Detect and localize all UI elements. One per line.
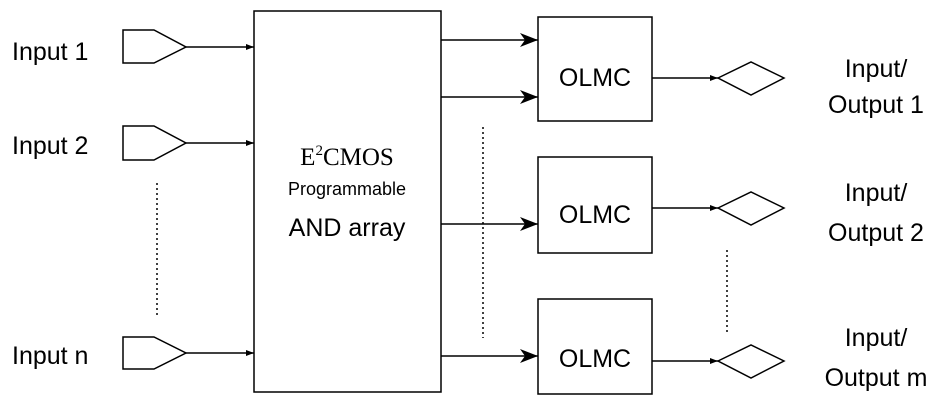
output-2-label-line2: Output 2: [828, 219, 924, 247]
output-1-label-line1: Input/: [845, 55, 908, 83]
output-m-label-line2: Output m: [825, 364, 928, 392]
output-2-pad: [716, 191, 786, 226]
olmc-1-label: OLMC: [559, 64, 631, 92]
input-n-label: Input n: [12, 342, 88, 370]
and-array-subtitle: Programmable: [288, 179, 406, 199]
input-1-label: Input 1: [12, 38, 88, 66]
olmc-2-label: OLMC: [559, 201, 631, 229]
output-m-label-line1: Input/: [845, 324, 908, 352]
output-2-label-line1: Input/: [845, 179, 908, 207]
input-2-label: Input 2: [12, 132, 88, 160]
output-m-pad: [716, 344, 786, 379]
and-array-label: AND array: [289, 214, 406, 242]
and-array-block: [253, 10, 442, 393]
input-1-buffer: [122, 29, 188, 64]
output-1-pad: [716, 61, 786, 96]
olmc-block-1: [537, 16, 653, 122]
input-2-buffer: [122, 125, 188, 161]
olmc-block-2: [537, 156, 653, 254]
olmc-block-3: [537, 298, 653, 395]
output-1-label-line2: Output 1: [828, 91, 924, 119]
input-n-buffer: [122, 336, 188, 370]
olmc-3-label: OLMC: [559, 345, 631, 373]
and-array-title: E2CMOS: [300, 143, 394, 171]
